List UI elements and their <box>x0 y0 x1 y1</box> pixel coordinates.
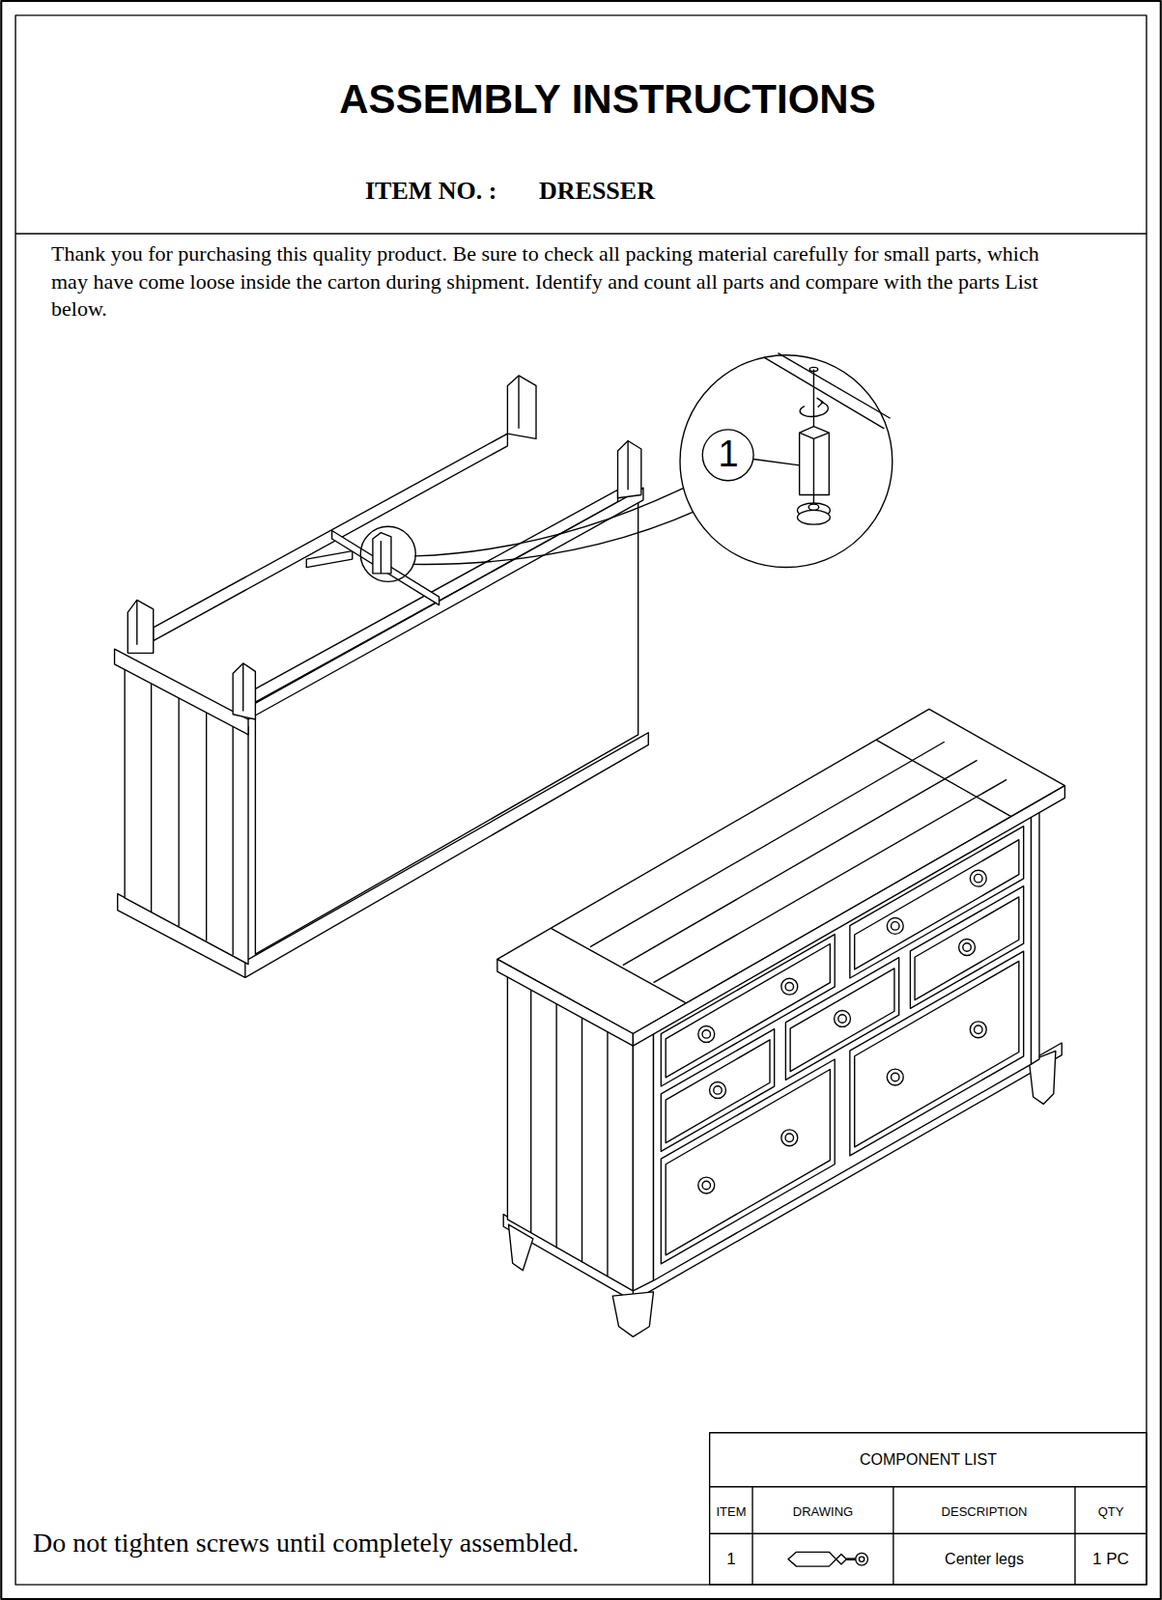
dresser-back-view <box>114 375 698 978</box>
dresser-front-view <box>497 704 1066 1337</box>
callout-number: 1 <box>717 432 738 478</box>
table-header-cell: ITEM <box>715 1504 746 1521</box>
table-header-cell: DRAWING <box>793 1504 853 1521</box>
item-number-label: ITEM NO. : <box>365 175 498 206</box>
table-header-cell: QTY <box>1098 1504 1125 1521</box>
table-cell: 1 PC <box>1092 1550 1130 1570</box>
callout-circle <box>702 429 754 482</box>
table-cell: Center legs <box>944 1550 1024 1569</box>
table-header-cell: DESCRIPTION <box>941 1504 1028 1521</box>
warning-note: Do not tighten screws until completely a… <box>32 1527 579 1560</box>
intro-note: Thank you for purchasing this quality pr… <box>51 240 1076 324</box>
page-title: ASSEMBLY INSTRUCTIONS <box>339 75 876 124</box>
component-table <box>709 1433 1147 1586</box>
item-name: DRESSER <box>538 175 655 206</box>
center-leg-detail <box>680 353 893 568</box>
table-cell: 1 <box>726 1550 736 1570</box>
table-heading: COMPONENT LIST <box>859 1450 997 1470</box>
